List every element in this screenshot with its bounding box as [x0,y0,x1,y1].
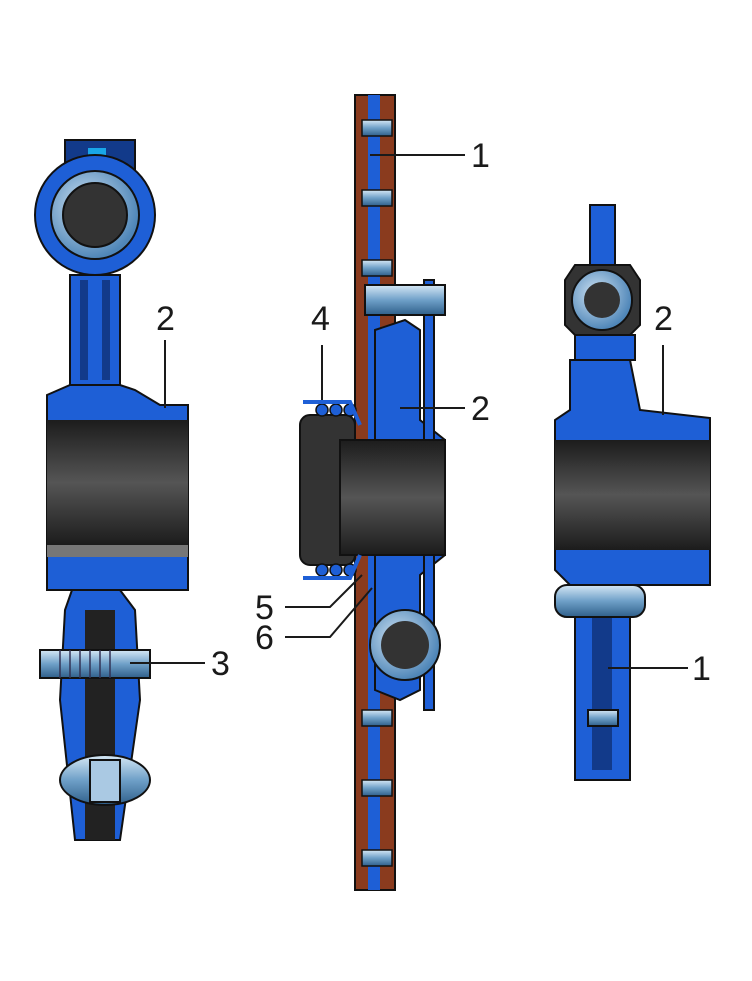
label-2-right: 2 [654,300,673,338]
label-2-left: 2 [156,300,175,338]
label-1-center: 1 [471,137,490,175]
lining-rivets [361,119,393,867]
leader-lines [130,154,688,669]
hub [555,440,710,550]
label-5: 5 [255,589,274,627]
label-4: 4 [311,300,330,338]
stop-pin [554,584,646,618]
label-6: 6 [255,619,274,657]
hub [47,420,188,545]
label-3: 3 [211,645,230,683]
stop-pin [364,284,446,316]
right-section-view [554,204,711,781]
hub [339,439,446,556]
center-section-view [299,94,446,891]
label-1-right: 1 [692,650,711,688]
left-section-view [34,139,189,841]
label-2-center: 2 [471,390,490,428]
